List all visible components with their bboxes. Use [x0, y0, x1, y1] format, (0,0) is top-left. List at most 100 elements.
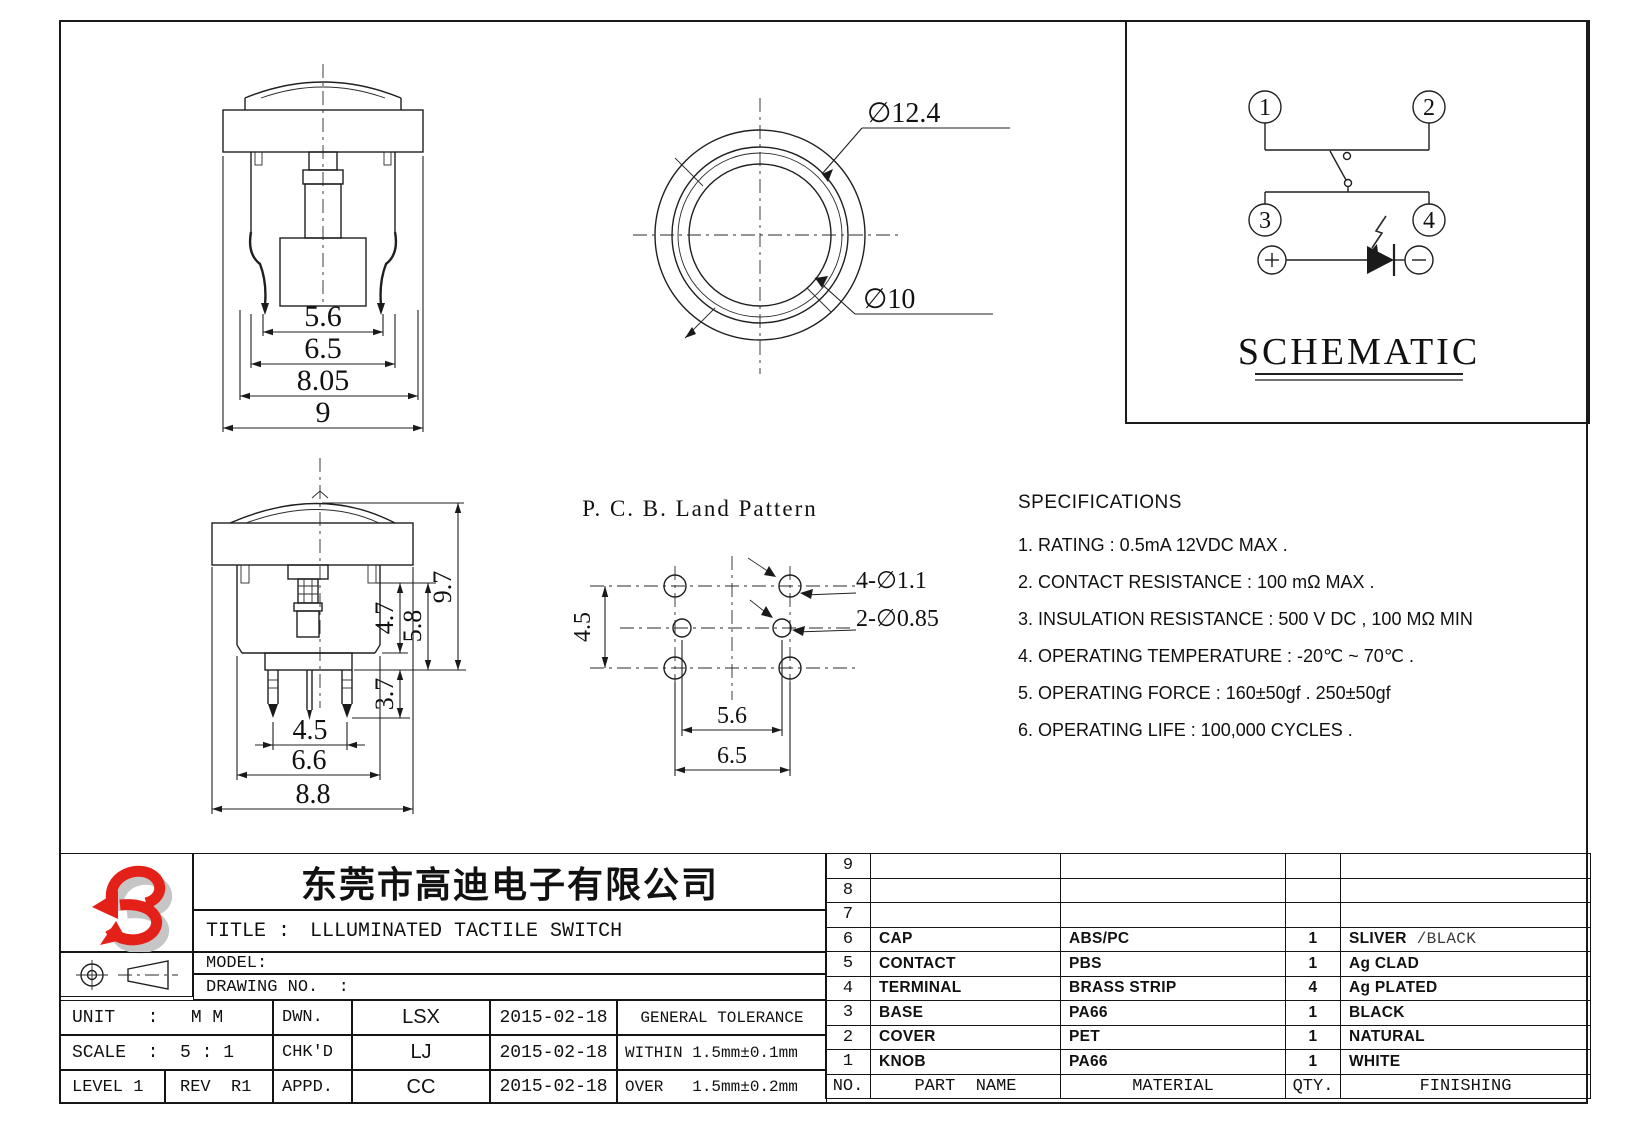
side-view-drawing: 4.7 5.8 9.7 3.7 4.5 6.6 8.8: [211, 458, 466, 814]
schematic-panel: 1 2 3 4 SCHEMATIC: [1125, 20, 1590, 424]
drawing-no-row: DRAWING NO. :: [193, 974, 827, 1000]
part-name: TERMINAL: [870, 975, 1061, 1001]
pcb-holes-corner-label: 4-∅1.1: [856, 568, 927, 594]
header-no: NO.: [825, 1073, 871, 1099]
schematic-title: SCHEMATIC: [1238, 331, 1480, 373]
part-no: 8: [825, 877, 871, 903]
pcb-land-pattern-drawing: P. C. B. Land Pattern 4.5 4-∅1.1 2-∅0.85…: [570, 496, 939, 776]
front-dim-8-05: 8.05: [297, 364, 350, 397]
part-no: 7: [825, 902, 871, 928]
spec-item: 2. CONTACT RESISTANCE : 100 mΩ MAX .: [1018, 572, 1375, 592]
part-no: 3: [825, 1000, 871, 1026]
front-dim-6-5: 6.5: [304, 332, 342, 365]
title-value: LLLUMINATED TACTILE SWITCH: [310, 919, 623, 943]
part-finishing: Ag CLAD: [1340, 951, 1591, 977]
header-finishing: FINISHING: [1340, 1073, 1591, 1099]
dwn-name: LSX: [352, 1000, 490, 1035]
company-logo: [59, 853, 193, 953]
appd-label: APPD.: [273, 1070, 352, 1104]
rev-cell: REV R1: [165, 1070, 273, 1104]
table-row: 7: [825, 902, 1591, 928]
specifications-title: SPECIFICATIONS: [1018, 492, 1182, 513]
pcb-dim-6-5: 6.5: [717, 743, 747, 769]
front-dim-5-6: 5.6: [304, 300, 342, 333]
title-label: TITLE :: [206, 919, 291, 943]
part-name: BASE: [870, 1000, 1061, 1026]
pcb-dim-5-6: 5.6: [717, 703, 747, 729]
part-name: COVER: [870, 1024, 1061, 1050]
spec-item: 5. OPERATING FORCE : 160±50gf . 250±50gf: [1018, 683, 1391, 703]
part-no: 2: [825, 1024, 871, 1050]
pcb-holes-center-label: 2-∅0.85: [856, 606, 939, 632]
part-no: 5: [825, 951, 871, 977]
level-cell: LEVEL 1: [59, 1070, 165, 1104]
spec-item: 1. RATING : 0.5mA 12VDC MAX .: [1018, 535, 1288, 555]
part-material: PA66: [1060, 1049, 1286, 1075]
header-material: MATERIAL: [1060, 1073, 1286, 1099]
schematic-pin-4: 4: [1423, 208, 1435, 234]
front-view-drawing: 5.6 6.5 8.05 9: [222, 64, 424, 432]
company-name: 东莞市高迪电子有限公司: [193, 853, 827, 910]
unit-cell: UNIT : M M: [59, 1000, 273, 1035]
spec-item: 6. OPERATING LIFE : 100,000 CYCLES .: [1018, 720, 1353, 740]
part-finishing: NATURAL: [1340, 1024, 1591, 1050]
header-part-name: PART NAME: [870, 1073, 1061, 1099]
part-name: KNOB: [870, 1049, 1061, 1075]
top-view-drawing: ∅12.4 ∅10: [633, 98, 1010, 374]
side-dim-9-7: 9.7: [428, 571, 457, 604]
schematic-drawing: 1 2 3 4 SCHEMATIC: [1238, 90, 1480, 381]
table-row: 9: [825, 853, 1591, 879]
appd-name: CC: [352, 1070, 490, 1104]
dwn-label: DWN.: [273, 1000, 352, 1035]
scale-cell: SCALE : 5 : 1: [59, 1035, 273, 1070]
projection-symbol: [59, 952, 193, 997]
part-no: 6: [825, 926, 871, 952]
part-material: PET: [1060, 1024, 1286, 1050]
front-dim-9: 9: [316, 396, 331, 429]
part-finishing: WHITE: [1340, 1049, 1591, 1075]
pcb-dim-4-5: 4.5: [570, 612, 596, 642]
tolerance-head: GENERAL TOLERANCE: [617, 1000, 827, 1035]
side-dim-6-6: 6.6: [292, 745, 327, 776]
part-material: PA66: [1060, 1000, 1286, 1026]
model-row: MODEL:: [193, 952, 827, 974]
tolerance-over: OVER 1.5mm±0.2mm: [617, 1070, 827, 1104]
drawing-title-row: TITLE : LLLUMINATED TACTILE SWITCH: [193, 910, 827, 952]
part-no: 9: [825, 853, 871, 879]
schematic-pin-3: 3: [1259, 208, 1271, 234]
part-finishing: BLACK: [1340, 1000, 1591, 1026]
spec-item: 4. OPERATING TEMPERATURE : -20℃ ~ 70℃ .: [1018, 646, 1415, 666]
side-dim-8-8: 8.8: [296, 779, 331, 810]
appd-date: 2015-02-18: [490, 1070, 617, 1104]
side-dim-3-7: 3.7: [370, 678, 399, 711]
part-finishing: Ag PLATED: [1340, 975, 1591, 1001]
part-no: 1: [825, 1049, 871, 1075]
schematic-pin-2: 2: [1423, 95, 1435, 121]
header-qty: QTY.: [1285, 1073, 1341, 1099]
part-material: ABS/PC: [1060, 926, 1286, 952]
side-dim-4-7: 4.7: [370, 602, 399, 635]
spec-item: 3. INSULATION RESISTANCE : 500 V DC , 10…: [1018, 609, 1473, 629]
chkd-label: CHK'D: [273, 1035, 352, 1070]
top-dia-10: ∅10: [863, 284, 915, 315]
table-row: 8: [825, 877, 1591, 903]
chkd-date: 2015-02-18: [490, 1035, 617, 1070]
part-name: CONTACT: [870, 951, 1061, 977]
side-dim-4-5: 4.5: [293, 715, 328, 746]
part-no: 4: [825, 975, 871, 1001]
pcb-title: P. C. B. Land Pattern: [582, 496, 818, 521]
part-finishing: SLIVER /BLACK: [1340, 926, 1591, 952]
part-material: PBS: [1060, 951, 1286, 977]
schematic-pin-1: 1: [1259, 95, 1271, 121]
specifications-block: SPECIFICATIONS 1. RATING : 0.5mA 12VDC M…: [1018, 492, 1593, 749]
chkd-name: LJ: [352, 1035, 490, 1070]
top-dia-12-4: ∅12.4: [867, 98, 940, 129]
part-material: BRASS STRIP: [1060, 975, 1286, 1001]
